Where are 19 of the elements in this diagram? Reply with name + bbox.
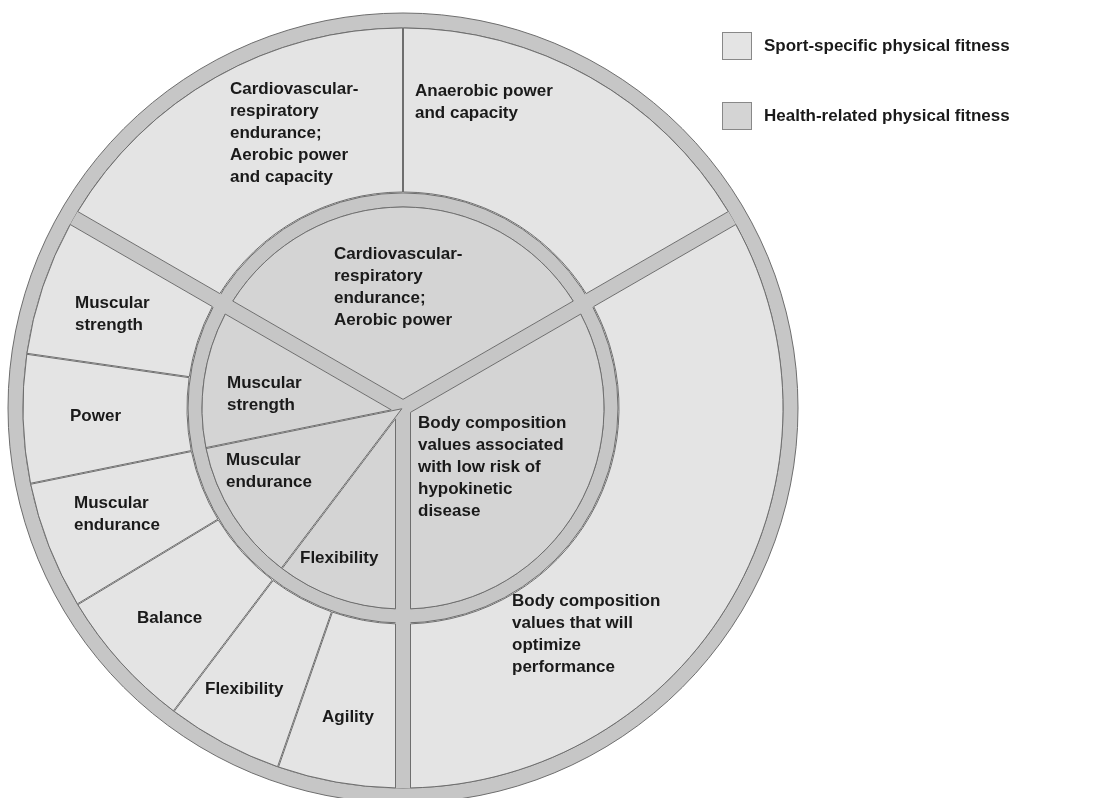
segment-label: Power	[70, 405, 123, 427]
segment-label: Balance	[137, 607, 204, 629]
segment-label: Cardiovascular-respiratory endurance; Aerobic power	[334, 243, 464, 331]
segment-label: Muscular endurance	[74, 492, 161, 536]
segment-label: Anaerobic power and capacity	[415, 80, 554, 124]
outer-wheel-segment	[26, 224, 213, 378]
segment-label: Agility	[322, 706, 375, 728]
outer-wheel-segment	[22, 353, 192, 484]
segment-label: Body composition values that will optimize performance	[512, 590, 662, 678]
outer-wheel-segment	[30, 451, 219, 605]
segment-label: Muscular strength	[227, 372, 303, 416]
segment-label: Body composition values associated with low risk of hypokinetic disease	[418, 412, 568, 522]
segment-label: Flexibility	[300, 547, 380, 569]
legend-label: Health-related physical fitness	[764, 106, 1010, 126]
segment-label: Muscular endurance	[226, 449, 313, 493]
segment-label: Cardiovascular-respiratory endurance; Aerobic power and capacity	[230, 78, 360, 188]
segment-label: Flexibility	[205, 678, 285, 700]
segment-label: Muscular strength	[75, 292, 151, 336]
legend-label: Sport-specific physical fitness	[764, 36, 1010, 56]
